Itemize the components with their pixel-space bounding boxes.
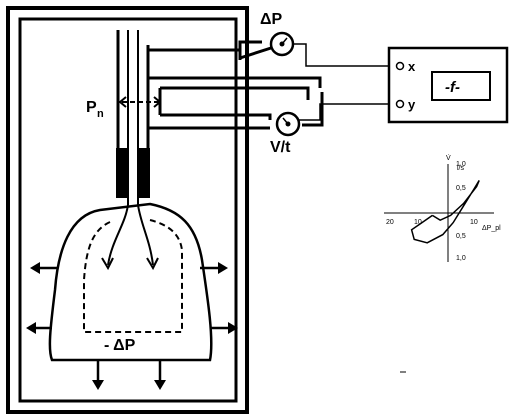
body-chamber [48,202,213,362]
chart-ylabel: V̇ [446,154,451,162]
inflow-arrows [101,204,159,271]
chart-xtick-2: 10 [414,219,422,226]
chart-ytick-4: 1,0 [456,255,466,262]
delta-p-label: ΔP [260,11,283,28]
recorder-y-label: y [408,97,416,112]
box-outer-wall [6,6,249,414]
box-inner-wall [18,17,238,403]
mouthpiece-tube [116,30,150,205]
chart-xtick-3: 10 [470,219,478,226]
chart-series-line-1 [410,180,480,244]
xy-recorder [387,46,509,124]
chart-xtick-1: 20 [386,219,394,226]
pn-arrow [118,96,162,108]
chart-ytick-1: 1,0 [456,161,466,168]
lung-outline [83,219,183,333]
pn-label: P [86,99,97,116]
signal-wires [293,43,398,121]
chart-ytick-2: 0,5 [456,185,466,192]
recorder-function-label: -f- [445,79,460,96]
chart-xlabel: ΔP_pl [482,225,501,232]
chart-y-unit: l/s [457,165,465,172]
chart-ytick-3: 0,5 [456,233,466,240]
minus-delta-p-label: - ΔP [104,337,136,354]
flow-gauge [275,111,301,137]
flow-pressure-chart: V̇ l/s ΔP_pl 20 10 10 1,0 0,5 0,5 1,0 [384,154,501,262]
pn-subscript: n [97,108,104,120]
outward-arrows [26,262,238,390]
pressure-tubes [148,40,324,130]
flow-label: V/t [270,139,291,156]
recorder-x-label: x [408,59,416,74]
